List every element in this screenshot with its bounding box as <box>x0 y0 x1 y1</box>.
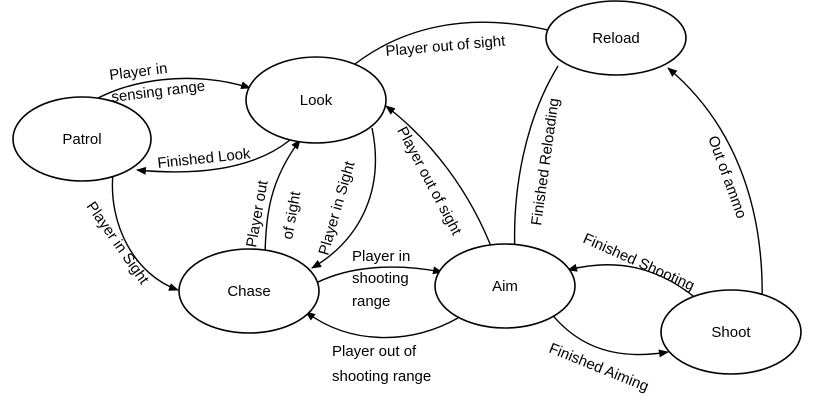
edge-patrol-to-chase <box>111 172 179 291</box>
edge-chase-to-aim <box>315 266 443 284</box>
edge-label-shoot-to-aim: Finished Shooting <box>580 230 697 294</box>
state-node-chase <box>178 248 320 334</box>
edge-label-reload-to-aim: Finished Reloading <box>528 97 563 227</box>
edge-label-aim-to-chase-line1: Player out of <box>332 343 417 360</box>
edge-look-to-chase <box>311 127 376 269</box>
state-node-patrol <box>12 96 152 182</box>
edge-shoot-to-aim <box>567 263 706 307</box>
edge-label-look-to-chase: Player in Sight <box>316 159 359 257</box>
state-label-patrol: Patrol <box>62 131 101 148</box>
edge-label-aim-to-look: Player out of sight <box>393 124 465 239</box>
state-node-aim <box>434 243 576 329</box>
state-node-look <box>245 56 387 144</box>
state-label-shoot: Shoot <box>711 324 751 341</box>
state-node-shoot <box>660 289 802 375</box>
edge-label-chase-to-aim-line2: shooting <box>352 270 409 287</box>
edge-aim-to-look <box>385 105 495 255</box>
edge-label-patrol-to-chase: Player in Sight <box>83 199 153 289</box>
edge-reload-to-look <box>344 21 549 73</box>
edge-chase-to-look <box>264 139 301 263</box>
edge-patrol-to-look <box>84 77 251 107</box>
edge-label-aim-to-chase-line2: shooting range <box>332 368 431 385</box>
edge-reload-to-aim <box>510 65 559 256</box>
state-label-chase: Chase <box>227 283 270 300</box>
state-label-aim: Aim <box>492 278 518 295</box>
edge-shoot-to-reload <box>667 67 763 306</box>
edge-label-look-to-patrol: Finished Look <box>157 145 252 172</box>
edge-label-chase-to-aim-line3: range <box>352 293 390 310</box>
edge-label-chase-to-aim-line1: Player in <box>352 248 410 265</box>
edge-aim-to-chase <box>305 311 459 339</box>
state-label-reload: Reload <box>592 30 640 47</box>
edge-look-to-patrol <box>136 139 291 175</box>
edge-aim-to-shoot <box>549 311 669 358</box>
edge-label-chase-to-look-line2: of sight <box>279 189 304 240</box>
state-node-reload <box>545 0 687 76</box>
state-label-look: Look <box>300 92 333 109</box>
edge-label-patrol-to-look-line1: Player in <box>108 60 168 84</box>
